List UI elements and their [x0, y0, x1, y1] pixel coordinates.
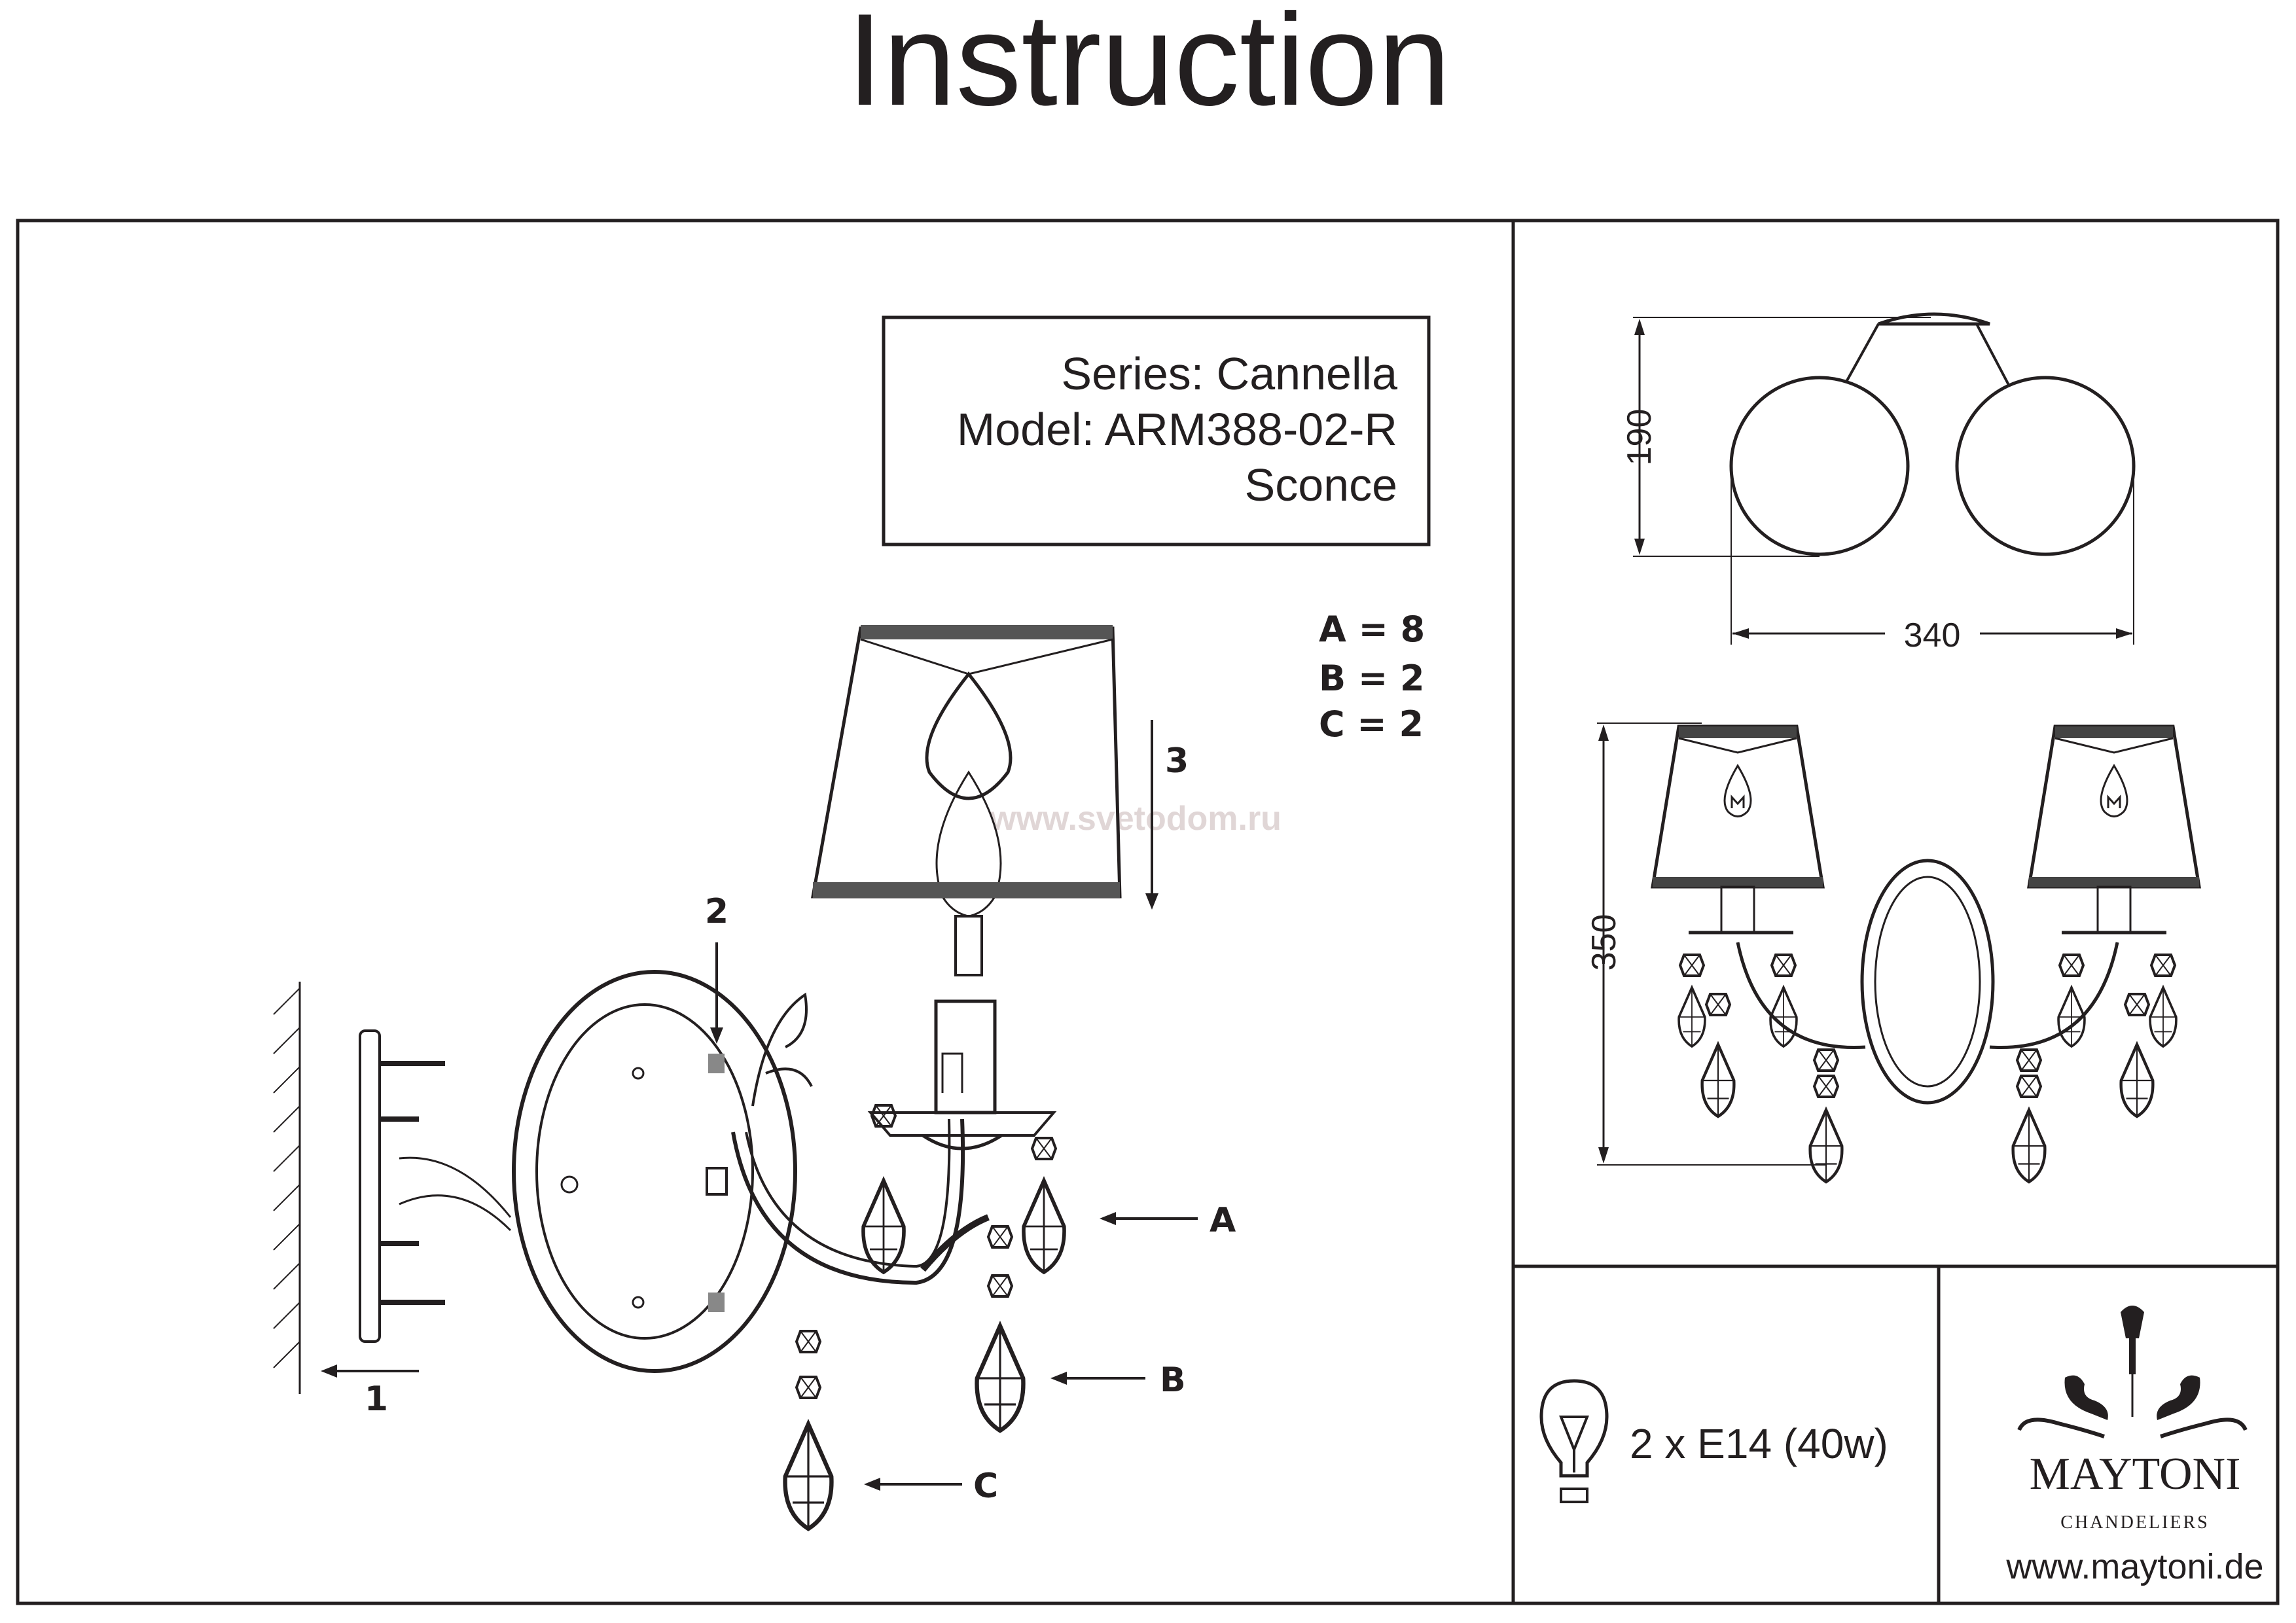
dimension-width: 340 [1904, 616, 1961, 654]
watermark: www.svetodom.ru [989, 800, 1282, 838]
callout-a: A [1210, 1201, 1236, 1240]
type-label: Sconce [1245, 459, 1397, 510]
bulb-spec-text: 2 x E14 (40w) [1630, 1420, 1888, 1467]
assembly-drawing: 1 2 3 [273, 625, 1236, 1529]
parts-list: A = 8 B = 2 C = 2 [1319, 609, 1425, 745]
step-3-label: 3 [1165, 741, 1189, 781]
callout-b: B [1160, 1361, 1186, 1400]
brand-name: MAYTONI [2030, 1449, 2241, 1499]
brand-url: www.maytoni.de [2005, 1547, 2263, 1586]
page-title: Instruction [847, 0, 1451, 133]
step-2-label: 2 [705, 892, 728, 931]
series-label: Series: Cannella [1061, 348, 1397, 399]
maytoni-logo: MAYTONI CHANDELIERS www.maytoni.de [2005, 1306, 2264, 1586]
dimension-height-top: 190 [1621, 409, 1659, 466]
dimension-height-front: 350 [1585, 914, 1623, 971]
step-1-label: 1 [365, 1380, 388, 1419]
info-box: Series: Cannella Model: ARM388-02-R Scon… [882, 315, 1431, 546]
model-label: Model: ARM388-02-R [957, 404, 1397, 455]
callout-c: C [973, 1467, 998, 1506]
outer-frame [16, 219, 2280, 1605]
top-view-drawing: 190 340 [1621, 312, 2136, 654]
brand-subtitle: CHANDELIERS [2060, 1512, 2209, 1533]
part-b-count: B = 2 [1319, 658, 1425, 699]
front-view-drawing: 350 [1585, 722, 2199, 1182]
part-a-count: A = 8 [1319, 609, 1425, 650]
bulb-spec: 2 x E14 (40w) [1539, 1379, 1888, 1503]
part-c-count: C = 2 [1319, 704, 1424, 745]
light-bulb-icon [1539, 1379, 1609, 1503]
